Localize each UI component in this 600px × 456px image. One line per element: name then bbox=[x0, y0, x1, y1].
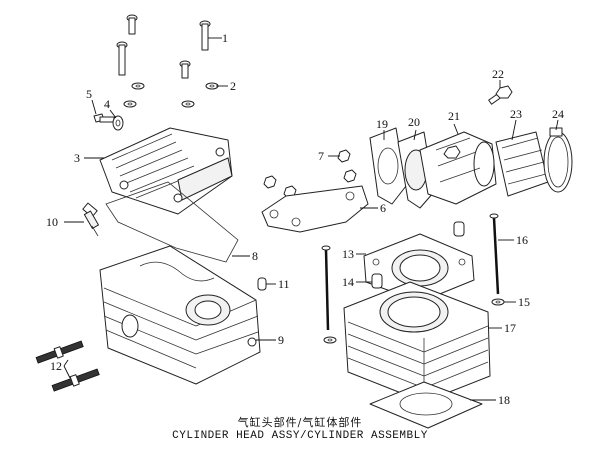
callout-12: 12 bbox=[50, 359, 62, 373]
cylinder-dowels bbox=[371, 221, 465, 289]
callout-24: 24 bbox=[552, 107, 564, 121]
intake-bolt bbox=[443, 85, 513, 159]
bracket-bolts bbox=[263, 149, 357, 199]
callout-22: 22 bbox=[492, 67, 504, 81]
callout-11: 11 bbox=[278, 277, 290, 291]
callout-17: 17 bbox=[504, 321, 516, 335]
callout-2: 2 bbox=[230, 79, 236, 93]
callout-9: 9 bbox=[278, 333, 284, 347]
dowel-pin bbox=[257, 277, 267, 291]
callout-21: 21 bbox=[448, 109, 460, 123]
callout-15: 15 bbox=[518, 295, 530, 309]
caption-chinese: 气缸头部件/气缸体部件 bbox=[237, 416, 363, 429]
callout-labels: 1 2 3 4 5 6 7 8 9 10 11 12 13 14 15 16 1… bbox=[46, 31, 564, 407]
callout-10: 10 bbox=[46, 215, 58, 229]
cylinder-head-gasket bbox=[363, 233, 475, 303]
studs bbox=[35, 340, 100, 392]
leader-lines bbox=[63, 37, 559, 401]
head-washers bbox=[123, 82, 219, 108]
spark-plug bbox=[82, 202, 100, 237]
cylinder-head-cover bbox=[99, 127, 233, 215]
callout-3: 3 bbox=[74, 151, 80, 165]
callout-5: 5 bbox=[86, 87, 92, 101]
callout-8: 8 bbox=[252, 249, 258, 263]
callout-4: 4 bbox=[104, 97, 110, 111]
connecting-tube bbox=[495, 131, 549, 197]
cylinder-head bbox=[99, 245, 261, 385]
callout-18: 18 bbox=[498, 393, 510, 407]
callout-16: 16 bbox=[516, 233, 528, 247]
caption-english: CYLINDER HEAD ASSY/CYLINDER ASSEMBLY bbox=[172, 430, 428, 442]
intake-gasket bbox=[369, 127, 407, 205]
callout-14: 14 bbox=[342, 275, 354, 289]
cylinder-block bbox=[343, 281, 491, 403]
callout-23: 23 bbox=[510, 107, 522, 121]
callout-6: 6 bbox=[380, 201, 386, 215]
cylinder-base-gasket bbox=[369, 381, 483, 429]
intake-pipe bbox=[419, 131, 497, 205]
callout-19: 19 bbox=[376, 117, 388, 131]
callout-13: 13 bbox=[342, 247, 354, 261]
hose-clamp bbox=[543, 127, 573, 193]
long-studs bbox=[321, 213, 500, 331]
side-bolt-and-washer bbox=[93, 113, 124, 131]
bracket-plate bbox=[261, 185, 369, 233]
callout-7: 7 bbox=[318, 149, 324, 163]
head-cover-gasket bbox=[105, 181, 239, 263]
callout-20: 20 bbox=[408, 115, 420, 129]
stud-washers bbox=[323, 298, 505, 344]
head-bolts bbox=[116, 14, 211, 79]
callout-1: 1 bbox=[222, 31, 228, 45]
